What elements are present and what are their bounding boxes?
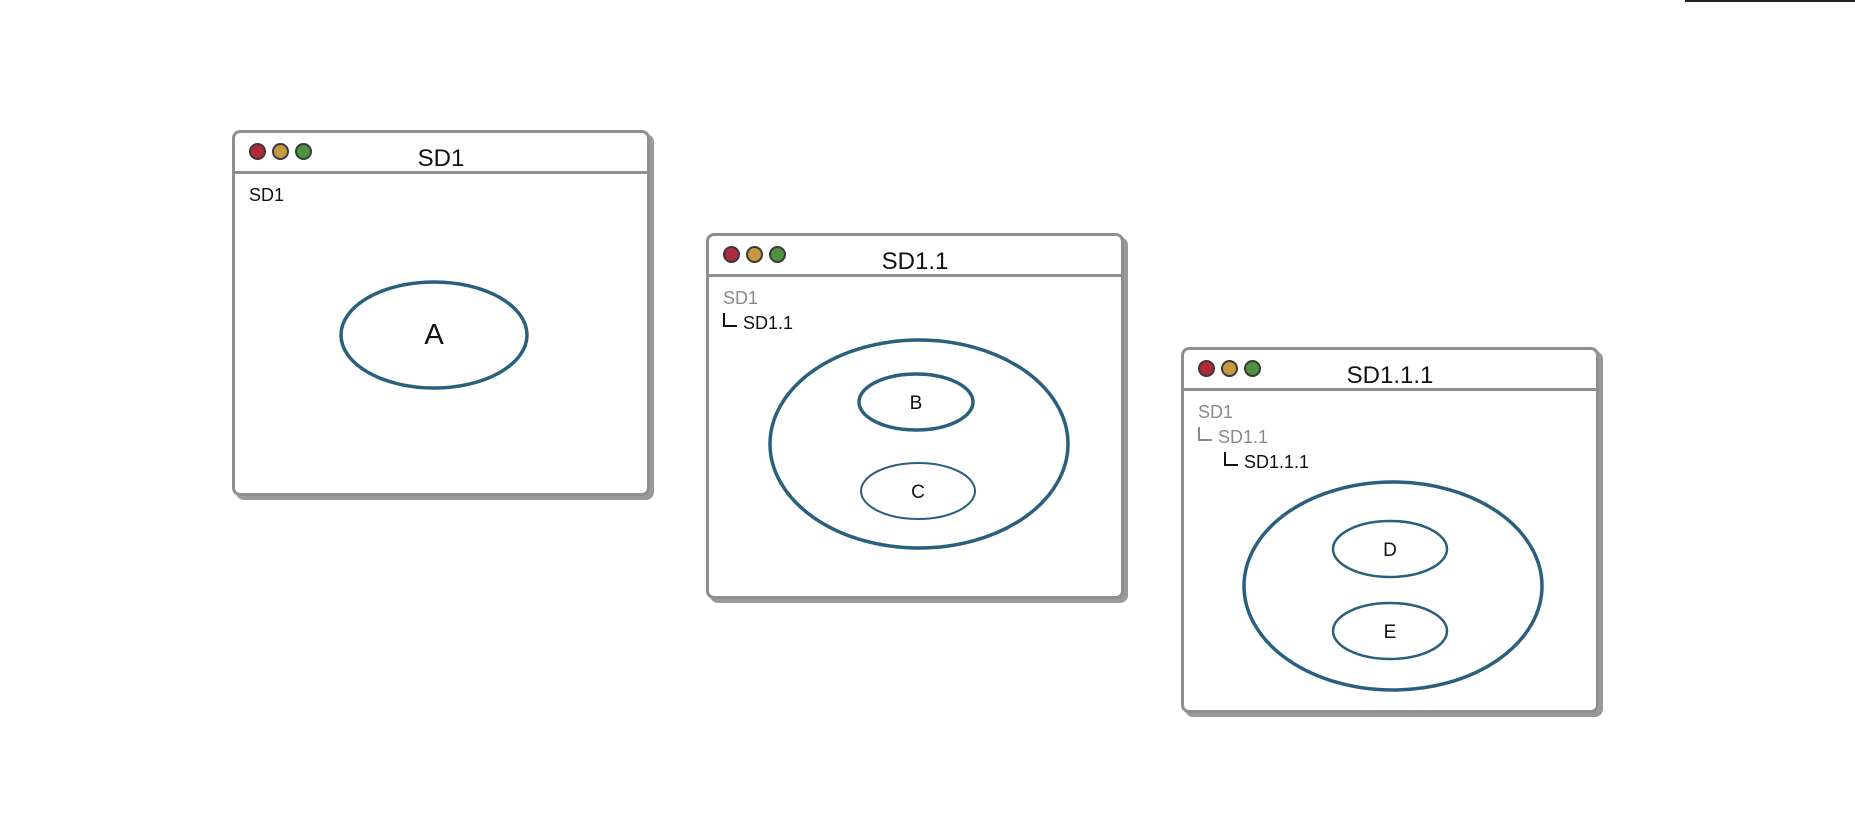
- breadcrumb-label: SD1: [249, 185, 285, 205]
- tree-elbow-icon: [1224, 452, 1238, 466]
- minimize-dot-icon[interactable]: [1221, 360, 1238, 377]
- state-a-label: A: [424, 319, 444, 351]
- state-e-label: E: [1384, 622, 1397, 643]
- window-controls: [1198, 360, 1261, 377]
- window-sd1-1-1[interactable]: SD1.1.1 SD1 SD1.1 SD1.1.1 D E: [1181, 347, 1599, 713]
- window-sd1[interactable]: SD1 SD1 A: [232, 130, 650, 496]
- window-titlebar[interactable]: SD1.1: [709, 236, 1121, 277]
- state-b-ellipse: [857, 372, 975, 432]
- state-d[interactable]: D: [1331, 519, 1449, 579]
- state-d-ellipse: [1331, 519, 1449, 579]
- top-edge-line: [1685, 0, 1855, 2]
- composite-state-ellipse[interactable]: [768, 338, 1070, 550]
- breadcrumb-item: SD1.1.1: [1198, 450, 1309, 475]
- zoom-dot-icon[interactable]: [1244, 360, 1261, 377]
- state-a[interactable]: A: [339, 280, 529, 390]
- state-e[interactable]: E: [1331, 601, 1449, 661]
- minimize-dot-icon[interactable]: [272, 143, 289, 160]
- close-dot-icon[interactable]: [723, 246, 740, 263]
- breadcrumb: SD1 SD1.1: [723, 286, 793, 336]
- window-controls: [723, 246, 786, 263]
- breadcrumb-label: SD1.1.1: [1244, 452, 1310, 472]
- window-title: SD1.1: [881, 248, 949, 275]
- breadcrumb-label: SD1.1: [743, 313, 794, 333]
- window-title: SD1: [417, 145, 465, 172]
- state-c-ellipse: [860, 462, 976, 520]
- state-diagram: A: [339, 280, 529, 390]
- breadcrumb-item[interactable]: SD1.1: [1198, 425, 1309, 450]
- state-diagram: D E: [1242, 480, 1544, 692]
- state-diagram: B C: [768, 338, 1070, 550]
- window-titlebar[interactable]: SD1.1.1: [1184, 350, 1596, 391]
- state-c-label: C: [911, 482, 925, 503]
- breadcrumb-item: SD1.1: [723, 311, 793, 336]
- state-d-label: D: [1383, 540, 1397, 561]
- window-title: SD1.1.1: [1346, 362, 1434, 389]
- breadcrumb-label: SD1.1: [1218, 427, 1269, 447]
- breadcrumb-item: SD1: [249, 183, 284, 208]
- state-c[interactable]: C: [860, 462, 976, 520]
- breadcrumb-item[interactable]: SD1: [723, 286, 793, 311]
- close-dot-icon[interactable]: [1198, 360, 1215, 377]
- window-sd1-1[interactable]: SD1.1 SD1 SD1.1 B C: [706, 233, 1124, 599]
- state-b[interactable]: B: [857, 372, 975, 432]
- tree-elbow-icon: [723, 313, 737, 327]
- tree-elbow-icon: [1198, 427, 1212, 441]
- close-dot-icon[interactable]: [249, 143, 266, 160]
- window-controls: [249, 143, 312, 160]
- window-titlebar[interactable]: SD1: [235, 133, 647, 174]
- state-e-ellipse: [1331, 601, 1449, 661]
- composite-state-ellipse[interactable]: [1242, 480, 1544, 692]
- breadcrumb: SD1 SD1.1 SD1.1.1: [1198, 400, 1309, 475]
- breadcrumb-label: SD1: [723, 288, 759, 308]
- breadcrumb: SD1: [249, 183, 284, 208]
- breadcrumb-item[interactable]: SD1: [1198, 400, 1309, 425]
- state-a-ellipse: [339, 280, 529, 390]
- minimize-dot-icon[interactable]: [746, 246, 763, 263]
- zoom-dot-icon[interactable]: [769, 246, 786, 263]
- state-b-label: B: [910, 393, 923, 414]
- breadcrumb-label: SD1: [1198, 402, 1234, 422]
- zoom-dot-icon[interactable]: [295, 143, 312, 160]
